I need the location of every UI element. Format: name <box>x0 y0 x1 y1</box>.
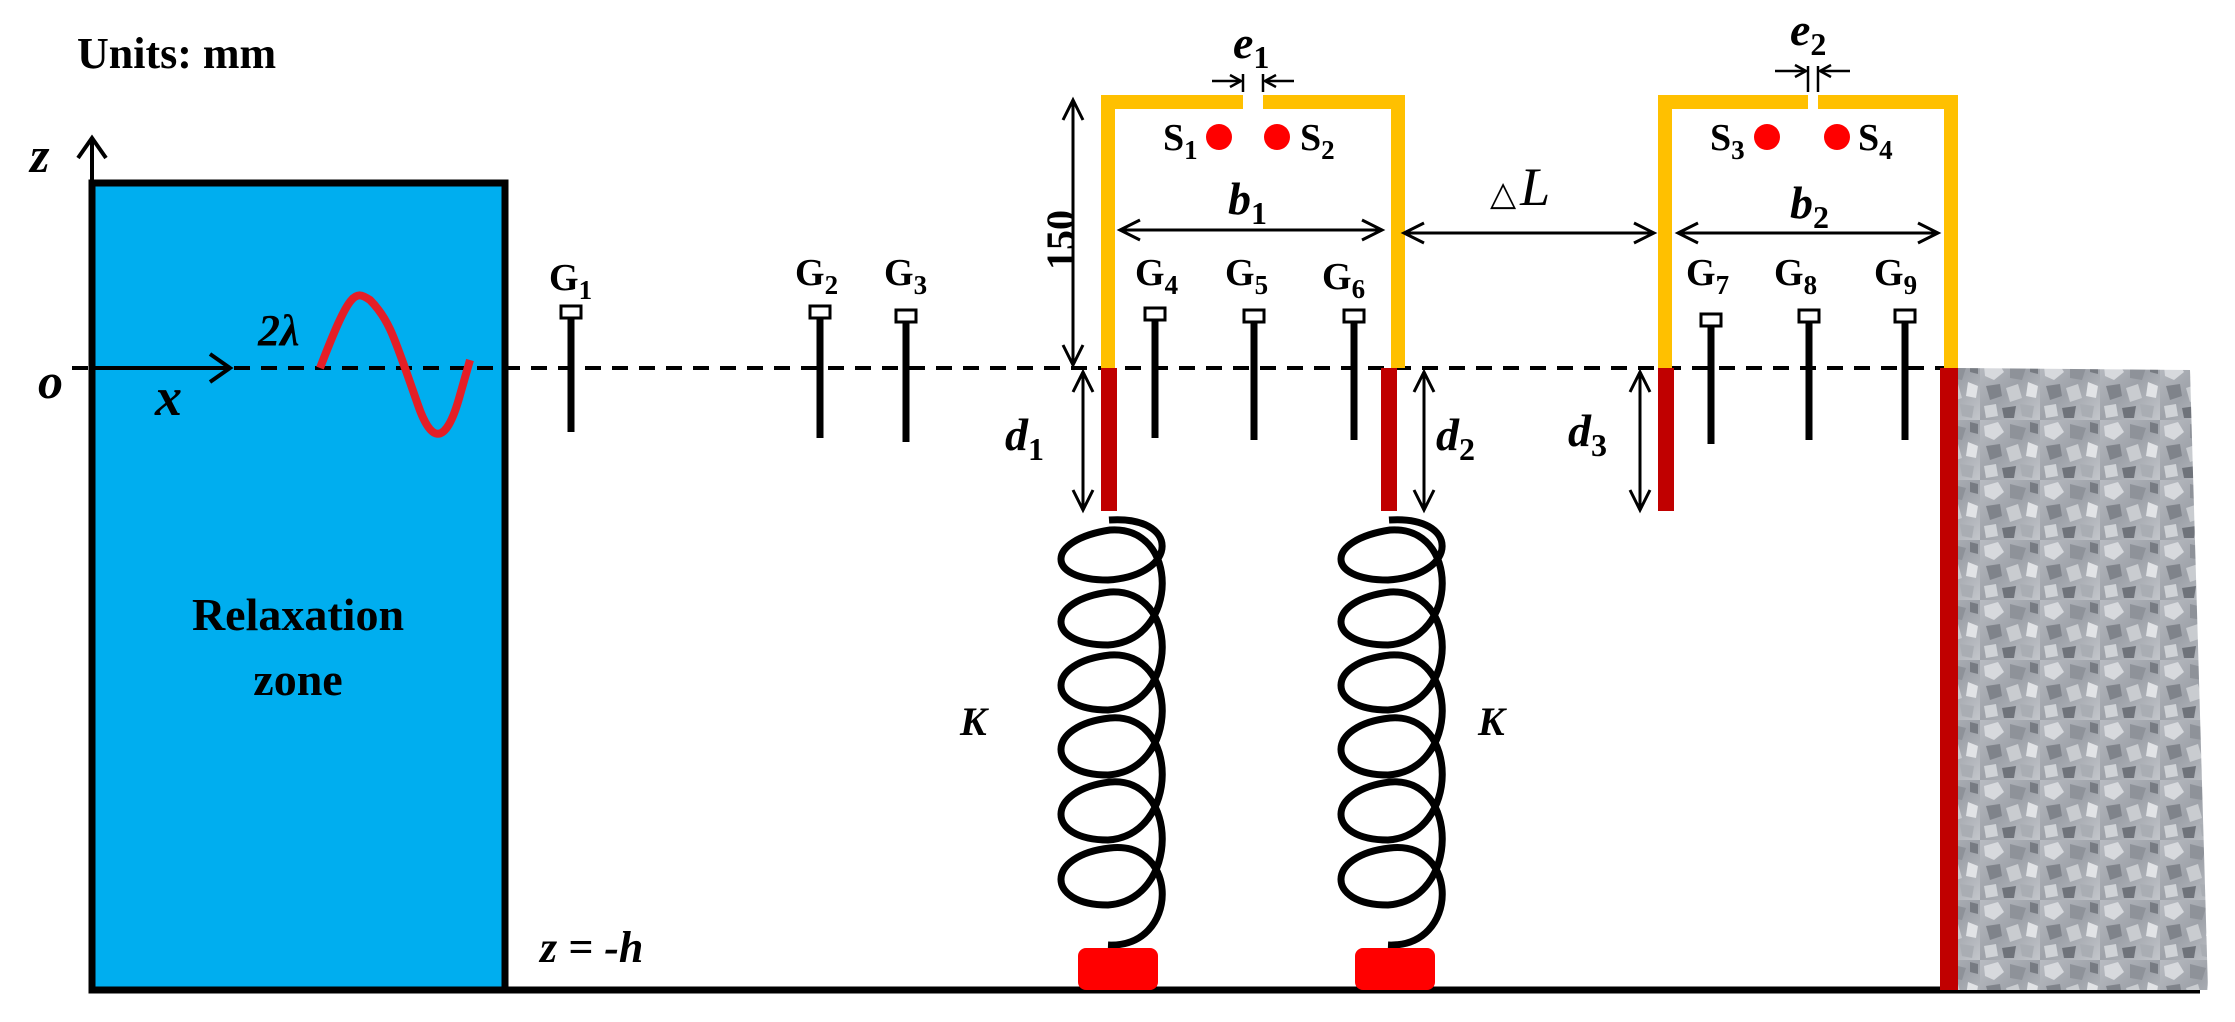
e1-label: e1 <box>1233 17 1269 75</box>
gauge-g2 <box>808 304 832 438</box>
gauge-g5 <box>1242 308 1266 440</box>
gauge-g7 <box>1699 312 1723 444</box>
sensor-s3-label: S3 <box>1710 117 1745 165</box>
delta-l-label: △L <box>1490 157 1550 217</box>
d1-dimension <box>1071 368 1095 514</box>
gravel-beach <box>1958 368 2208 990</box>
gauge-g6 <box>1342 308 1366 440</box>
gauge-g9-label: G9 <box>1874 252 1917 300</box>
incident-wave <box>316 291 474 438</box>
relaxation-zone-label-line1: Relaxation <box>192 589 404 640</box>
d3-dimension <box>1628 368 1652 514</box>
b1-label: b1 <box>1228 173 1267 231</box>
relaxation-zone <box>88 179 509 994</box>
z-axis-label: z <box>28 127 50 183</box>
owc-chamber-1-top <box>1101 95 1405 368</box>
gauge-g8 <box>1797 308 1821 440</box>
x-axis <box>92 352 234 384</box>
sensor-s3 <box>1754 124 1780 150</box>
gauge-g2-label: G2 <box>795 252 838 300</box>
gauge-g8-label: G8 <box>1774 252 1817 300</box>
sensor-s1 <box>1206 124 1232 150</box>
gauge-g4-label: G4 <box>1135 252 1178 300</box>
e2-label: e2 <box>1790 4 1826 62</box>
relaxation-zone-label-line2: zone <box>253 654 342 705</box>
delta-l-dimension <box>1400 221 1658 245</box>
sensor-s2 <box>1264 124 1290 150</box>
gauge-g5-label: G5 <box>1225 252 1268 300</box>
b2-label: b2 <box>1790 177 1829 235</box>
sensor-s2-label: S2 <box>1300 117 1335 165</box>
spring-left-label: K <box>959 699 989 744</box>
gauge-g1-label: G1 <box>549 257 592 305</box>
b1-dimension <box>1116 218 1386 242</box>
gauge-g9 <box>1893 308 1917 440</box>
height-label: 150 <box>1038 210 1083 270</box>
gauge-g7-label: G7 <box>1686 252 1729 300</box>
gauge-g6-label: G6 <box>1322 256 1365 304</box>
gauge-g3-label: G3 <box>884 252 927 300</box>
spring-right-label: K <box>1477 699 1507 744</box>
spring-left-base <box>1078 948 1158 990</box>
gauge-g1 <box>559 304 583 432</box>
d1-label: d1 <box>1005 409 1044 467</box>
d2-label: d2 <box>1436 409 1475 467</box>
d2-dimension <box>1412 368 1436 514</box>
sensor-s1-label: S1 <box>1163 117 1198 165</box>
spring-right-base <box>1355 948 1435 990</box>
gauge-g4 <box>1143 306 1167 438</box>
gauge-g3 <box>894 308 918 442</box>
skirt-d2 <box>1381 368 1397 511</box>
sensor-s4 <box>1824 124 1850 150</box>
b2-dimension <box>1674 221 1942 245</box>
owc-chamber-2-top <box>1658 95 1958 368</box>
height-dimension <box>1061 96 1085 369</box>
e2-dimension <box>1775 63 1850 92</box>
right-skirt-wall <box>1940 368 1958 990</box>
skirt-d3 <box>1658 368 1674 511</box>
spring-left <box>1057 516 1166 949</box>
sensor-s4-label: S4 <box>1858 117 1893 165</box>
wave-label: 2λ <box>257 306 300 355</box>
x-axis-label: x <box>154 367 182 427</box>
skirt-d1 <box>1101 368 1117 511</box>
d3-label: d3 <box>1568 405 1607 463</box>
origin-label: o <box>38 353 63 409</box>
bottom-label: z = -h <box>538 923 643 972</box>
z-axis <box>76 134 108 185</box>
e1-dimension <box>1212 73 1294 92</box>
units-label: Units: mm <box>77 29 276 78</box>
spring-right <box>1337 516 1446 949</box>
